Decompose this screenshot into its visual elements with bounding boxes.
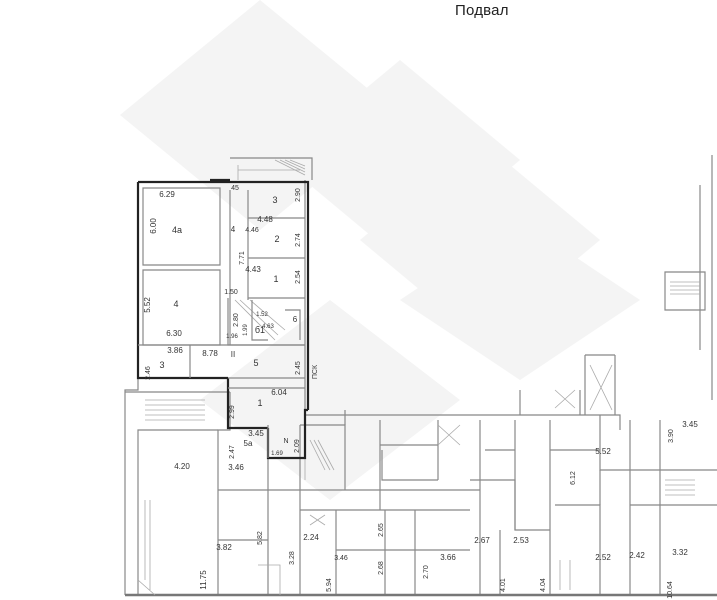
- plan-label-l44: 4.20: [174, 462, 190, 471]
- plan-label-l15: 2.54: [295, 270, 302, 284]
- plan-label-l65: 2.52: [595, 553, 611, 562]
- plan-label-l11: 2.74: [295, 233, 302, 247]
- plan-label-l38: 3.45: [248, 429, 264, 438]
- plan-label-l07: 4.48: [257, 215, 273, 224]
- interior-walls: [138, 187, 305, 458]
- plan-label-l25: б1: [255, 325, 265, 335]
- watermark: [120, 0, 640, 500]
- plan-label-l55: 3.66: [440, 553, 456, 562]
- plan-label-l60: 4.04: [540, 578, 547, 592]
- plan-label-l27: 3.86: [167, 346, 183, 355]
- plan-label-l04: 2.90: [295, 188, 302, 202]
- plan-label-l45: 3.46: [228, 463, 244, 472]
- plan-label-l09: 4.46: [245, 227, 259, 234]
- plan-label-l20: 1.52: [256, 312, 268, 318]
- plan-label-l49: 11.75: [199, 570, 208, 590]
- plan-label-l39: 2.47: [229, 445, 236, 459]
- plan-label-l40: 5а: [244, 439, 253, 448]
- plan-label-l12: 7.71: [239, 251, 246, 265]
- plan-label-l50: 2.24: [303, 533, 319, 542]
- plan-label-l31: 3: [159, 360, 164, 370]
- plan-label-l32: 5: [253, 358, 258, 368]
- plan-label-l10: 2: [274, 234, 279, 244]
- stair-details: [137, 159, 700, 596]
- plan-label-l62: 5.52: [595, 447, 611, 456]
- plan-label-l03: 3: [272, 195, 277, 205]
- plan-label-l41: 2.09: [294, 439, 301, 453]
- plan-label-l48: 3.28: [289, 551, 296, 565]
- plan-label-l16: 5.52: [143, 297, 152, 313]
- plan-label-l67: 3.32: [672, 548, 688, 557]
- plan-label-l05: 4а: [172, 225, 182, 235]
- plan-label-l08: 4: [231, 225, 236, 234]
- plan-label-l35: 6.04: [271, 388, 287, 397]
- plan-label-l13: 4.43: [245, 265, 261, 274]
- plan-label-l54: 2.70: [423, 565, 430, 579]
- plan-label-l33: 2.45: [295, 361, 302, 375]
- plan-title: Подвал: [455, 2, 509, 19]
- plan-label-l58: 2.53: [513, 536, 529, 545]
- plan-label-l30: 2.46: [145, 366, 152, 380]
- plan-label-l68: 10.64: [667, 581, 674, 599]
- plan-label-l23: 6.30: [166, 329, 182, 338]
- plan-label-l36: 2.99: [229, 405, 236, 419]
- plan-label-l52: 3.46: [334, 555, 348, 562]
- plan-label-l28: 8.78: [202, 349, 218, 358]
- plan-label-l37: 1: [257, 398, 262, 408]
- plan-label-l47: 3.82: [216, 543, 232, 552]
- plan-label-l06: 6.00: [149, 218, 158, 234]
- plan-label-l59: 4.01: [500, 578, 507, 592]
- plan-label-l14: 1: [273, 274, 278, 284]
- plan-label-l02: 45: [231, 185, 239, 192]
- plan-label-l18: 1.50: [224, 289, 238, 296]
- plan-label-l43: N: [283, 438, 288, 445]
- plan-label-l53: 2.68: [378, 561, 385, 575]
- plan-label-l66: 2.42: [629, 551, 645, 560]
- plan-label-l24: 1.99: [243, 324, 249, 336]
- plan-label-l63: 3.90: [668, 429, 675, 443]
- plan-label-l21: 6: [293, 315, 298, 324]
- plan-label-l57: 2.67: [474, 536, 490, 545]
- plan-label-l22: 4.63: [262, 324, 274, 330]
- plan-label-l29: II: [231, 350, 235, 359]
- plan-label-l46: 5.82: [257, 531, 264, 545]
- plan-label-l01: 6.29: [159, 190, 175, 199]
- plan-label-l17: 4: [173, 299, 178, 309]
- plan-label-l64: 3.45: [682, 420, 698, 429]
- plan-label-l56: 5.94: [326, 578, 333, 592]
- plan-label-l34: ПСК: [312, 364, 319, 379]
- plan-label-l26: 1.96: [226, 334, 238, 340]
- plan-label-l51: 2.65: [378, 523, 385, 537]
- plan-label-l61: 6.12: [570, 471, 577, 485]
- plan-label-l19: 2.80: [233, 313, 240, 327]
- plan-label-l42: 1.69: [271, 451, 283, 457]
